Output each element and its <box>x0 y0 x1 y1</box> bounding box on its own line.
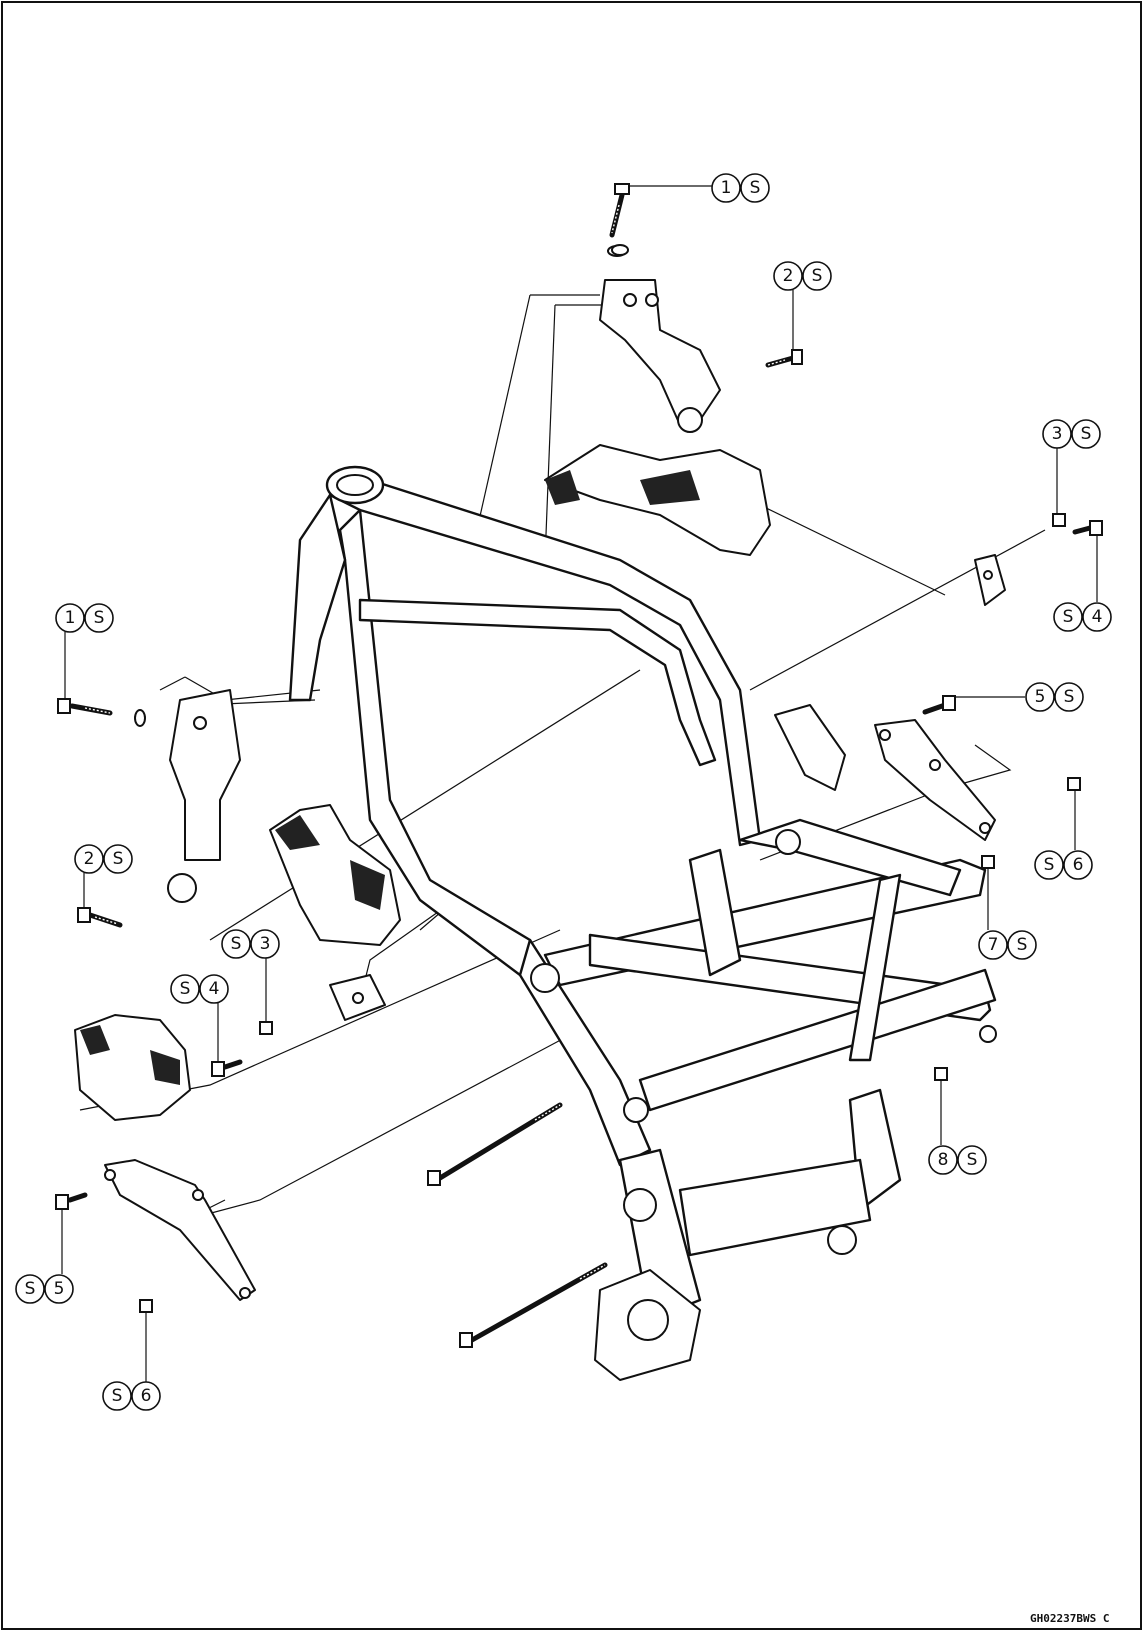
callout-label: 1 <box>65 608 76 628</box>
callout-s4-left: S 4 <box>170 974 229 1062</box>
callout-label: S <box>1081 424 1092 444</box>
callout-label: S <box>180 979 191 999</box>
callout-3s-right: 3 S <box>1042 419 1101 514</box>
callout-label: S <box>94 608 105 628</box>
figure-code: GH02237BWS C <box>1030 1612 1109 1625</box>
callout-label: S <box>812 266 823 286</box>
bolt-s4-right <box>1072 520 1103 536</box>
callout-label: S <box>1064 687 1075 707</box>
callout-label: 4 <box>209 979 220 999</box>
left-middle-mount <box>269 804 401 946</box>
bolt-left-upper <box>57 698 146 727</box>
bolt-s3-left <box>259 1021 273 1035</box>
bolt-upper-right <box>765 349 803 368</box>
callout-label: S <box>112 1386 123 1406</box>
callout-label: S <box>967 1150 978 1170</box>
lower-left-plate <box>104 1159 256 1301</box>
callout-label: S <box>113 849 124 869</box>
callout-s5-left: S 5 <box>15 1209 74 1304</box>
long-bolt-lower <box>459 1262 608 1348</box>
callout-2s-top: 2 S <box>773 261 832 350</box>
nut-8 <box>934 1067 948 1081</box>
bolt-s5-left <box>55 1192 88 1210</box>
bolt-s3-right <box>1052 513 1066 527</box>
callout-label: S <box>750 178 761 198</box>
long-bolt-upper <box>427 1102 563 1186</box>
callout-1s-left: 1 S <box>55 603 114 700</box>
callout-5s-right: 5 S <box>955 682 1084 712</box>
right-middle-plate <box>874 719 996 841</box>
callout-label: S <box>25 1279 36 1299</box>
upper-engine-mount <box>544 444 771 556</box>
callout-label: 3 <box>1052 424 1063 444</box>
left-upper-bracket <box>167 689 241 903</box>
callout-s4-right: S 4 <box>1053 535 1112 632</box>
right-upper-plate <box>974 554 1006 606</box>
left-plate <box>329 974 386 1021</box>
callout-label: 4 <box>1092 607 1103 627</box>
callout-label: 8 <box>938 1150 949 1170</box>
callout-8s: 8 S <box>928 1080 987 1175</box>
callout-1s-top: 1 S <box>630 173 770 203</box>
bolt-upper <box>609 183 630 256</box>
nut-7 <box>981 855 995 869</box>
left-lower-mount <box>74 1014 191 1121</box>
callout-label: S <box>1017 935 1028 955</box>
bolt-s6-right <box>1067 777 1081 791</box>
callout-s6-right: S 6 <box>1034 790 1093 880</box>
bolt-s5-right <box>922 695 956 715</box>
callout-2s-left: 2 S <box>74 844 133 908</box>
callout-label: S <box>1044 855 1055 875</box>
callout-label: 2 <box>84 849 95 869</box>
bolt-left-mid <box>77 907 123 928</box>
callout-label: 5 <box>54 1279 65 1299</box>
callout-s3-left: S 3 <box>221 929 280 1022</box>
callout-label: 1 <box>721 178 732 198</box>
callout-label: 2 <box>783 266 794 286</box>
callout-7s: 7 S <box>978 868 1037 960</box>
right-bracket <box>774 704 846 791</box>
callout-label: S <box>1063 607 1074 627</box>
callout-s6-left: S 6 <box>102 1312 161 1411</box>
callout-label: 7 <box>988 935 999 955</box>
upper-engine-bracket <box>599 245 721 433</box>
callout-label: S <box>231 934 242 954</box>
callout-label: 6 <box>1073 855 1084 875</box>
bolt-s6-left <box>139 1299 153 1313</box>
bolt-s4-left <box>211 1059 243 1077</box>
callout-label: 6 <box>141 1386 152 1406</box>
callout-label: 3 <box>260 934 271 954</box>
main-frame <box>288 465 997 1381</box>
callout-label: 5 <box>1035 687 1046 707</box>
